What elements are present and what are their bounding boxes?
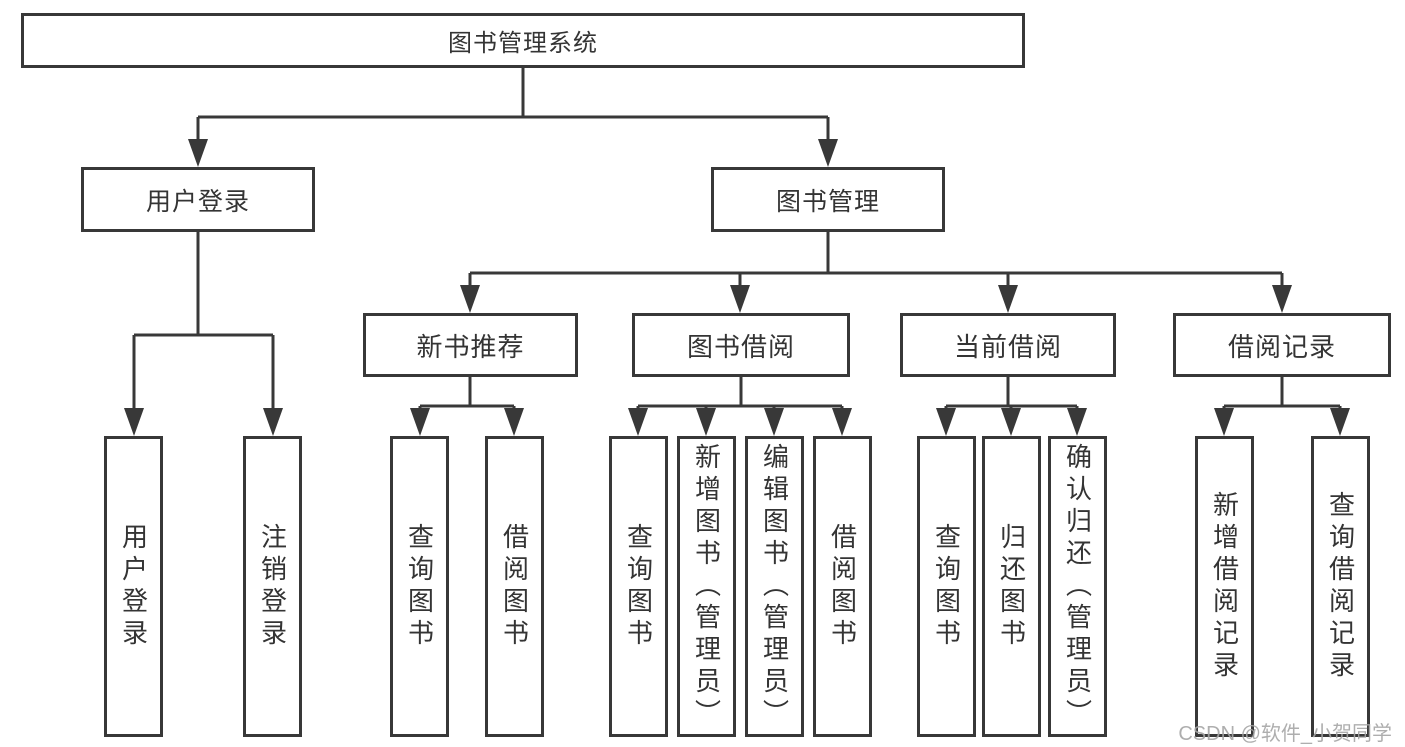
leaf-return-book: 归还图书: [982, 436, 1041, 737]
leaf-confirm-return-admin: 确认归还（管理员）: [1048, 436, 1107, 737]
arrowheads: [124, 139, 1350, 436]
leaf-edit-book-admin: 编辑图书（管理员）: [745, 436, 804, 737]
node-book-management: 图书管理: [711, 167, 945, 232]
leaf-add-book-admin: 新增图书（管理员）: [677, 436, 736, 737]
leaf-query-books-recommend: 查询图书: [390, 436, 449, 737]
leaf-borrow-books: 借阅图书: [813, 436, 872, 737]
node-root-library-system: 图书管理系统: [21, 13, 1025, 68]
node-book-borrow: 图书借阅: [632, 313, 850, 377]
node-new-book-recommend: 新书推荐: [363, 313, 578, 377]
node-borrow-records: 借阅记录: [1173, 313, 1391, 377]
node-user-login: 用户登录: [81, 167, 315, 232]
leaf-logout-login: 注销登录: [243, 436, 302, 737]
leaf-query-books-borrow: 查询图书: [609, 436, 668, 737]
leaf-query-books-current: 查询图书: [917, 436, 976, 737]
leaf-add-borrow-record: 新增借阅记录: [1195, 436, 1254, 737]
leaf-user-login: 用户登录: [104, 436, 163, 737]
csdn-watermark: CSDN @软件_小贺同学: [1178, 723, 1392, 745]
leaf-query-borrow-record: 查询借阅记录: [1311, 436, 1370, 737]
node-current-borrow: 当前借阅: [900, 313, 1116, 377]
leaf-borrow-books-recommend: 借阅图书: [485, 436, 544, 737]
